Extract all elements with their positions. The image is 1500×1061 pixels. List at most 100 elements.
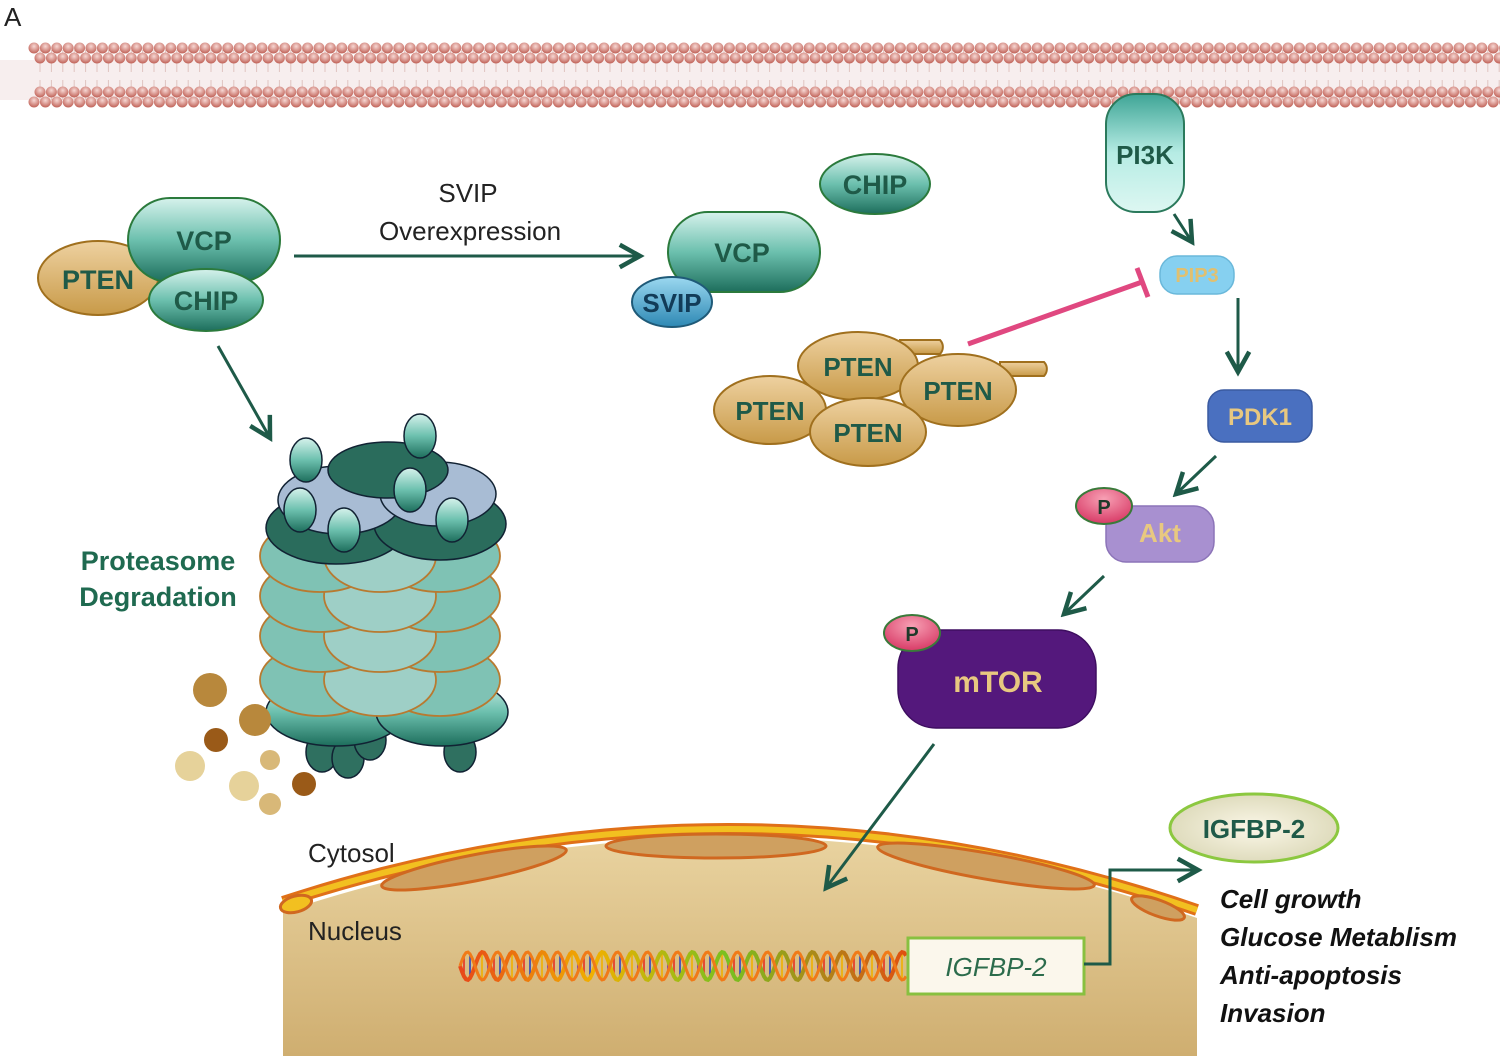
lipid-head (889, 86, 901, 98)
lipid-head (233, 42, 245, 54)
dna-strand (458, 950, 908, 982)
lipid-head (587, 96, 599, 108)
lipid-head (1470, 86, 1482, 98)
lipid-head (940, 96, 952, 108)
pip3-label: PIP3 (1175, 265, 1218, 287)
lipid-head (1054, 42, 1066, 54)
lipid-head (273, 86, 285, 98)
lipid-head (701, 96, 713, 108)
lipid-head (815, 96, 827, 108)
lipid-head (1236, 42, 1248, 54)
lipid-head (1311, 86, 1323, 98)
lipid-head (279, 96, 291, 108)
lipid-head (467, 86, 479, 98)
proteasome-label-line1: Proteasome (81, 546, 236, 576)
lipid-head (558, 86, 570, 98)
lipid-head (746, 42, 758, 54)
lipid-head (1402, 52, 1414, 64)
lipid-head (609, 42, 621, 54)
panel-label: A (4, 2, 22, 32)
lipid-head (222, 96, 234, 108)
svip-arrow-label-line1: SVIP (438, 178, 497, 208)
lipid-head (119, 42, 131, 54)
pten-inhibition-bar (1134, 267, 1151, 298)
lipid-head (860, 42, 872, 54)
nucleus-body (283, 837, 1197, 1056)
lipid-head (1185, 86, 1197, 98)
pten-cluster-shape-3 (899, 353, 1017, 427)
lipid-head (171, 86, 183, 98)
lipid-head (593, 86, 605, 98)
lipid-head (427, 42, 439, 54)
lipid-head (1339, 96, 1351, 108)
lipid-head (1014, 86, 1026, 98)
lipid-head (148, 52, 160, 64)
lipid-head (479, 86, 491, 98)
lipid-head (473, 96, 485, 108)
lipid-head (210, 96, 222, 108)
lipid-head (353, 86, 365, 98)
lipid-head (1345, 86, 1357, 98)
igfbp2-gene-label: IGFBP-2 (945, 952, 1047, 982)
lipid-head (119, 96, 131, 108)
lipid-head (330, 52, 342, 64)
lipid-head (1459, 52, 1471, 64)
lipid-head (262, 86, 274, 98)
lipid-head (416, 42, 428, 54)
lipid-head (1350, 96, 1362, 108)
lipid-head (1179, 42, 1191, 54)
lipid-head (365, 86, 377, 98)
lipid-head (1100, 96, 1112, 108)
lipid-head (735, 96, 747, 108)
lipid-head (399, 86, 411, 98)
lipid-head (330, 86, 342, 98)
vcp-left-label: VCP (176, 226, 232, 256)
lipid-head (1442, 96, 1454, 108)
lipid-head (96, 96, 108, 108)
lipid-head (461, 96, 473, 108)
peptide-fragment (193, 673, 227, 707)
lipid-head (638, 86, 650, 98)
lipid-head (678, 42, 690, 54)
lipid-head (251, 52, 263, 64)
lipid-head (1442, 42, 1454, 54)
lipid-head (1065, 42, 1077, 54)
lipid-head (1202, 96, 1214, 108)
akt-label: Akt (1139, 518, 1181, 548)
nuclear-pore (876, 841, 1096, 891)
lipid-head (866, 86, 878, 98)
lipid-head (1157, 42, 1169, 54)
lipid-head (165, 42, 177, 54)
lipid-head (1339, 42, 1351, 54)
lipid-head (1049, 86, 1061, 98)
lipid-head (199, 96, 211, 108)
lipid-head (456, 86, 468, 98)
lipid-head (1385, 96, 1397, 108)
lipid-head (353, 52, 365, 64)
lipid-head (655, 42, 667, 54)
proteasome-top-knob (289, 437, 323, 483)
lipid-head (1140, 52, 1152, 64)
lipid-head (1100, 42, 1112, 54)
arrow-pdk1-akt (1176, 454, 1218, 494)
lipid-head (837, 42, 849, 54)
outcome-item: Cell growth (1220, 884, 1362, 914)
lipid-head (182, 52, 194, 64)
vcp-right-shape (667, 211, 821, 293)
lipid-head (712, 96, 724, 108)
lipid-head (1094, 86, 1106, 98)
lipid-head (1464, 42, 1476, 54)
lipid-head (860, 96, 872, 108)
lipid-head (900, 86, 912, 98)
lipid-head (832, 86, 844, 98)
proteasome-label-line2: Degradation (79, 582, 237, 612)
lipid-head (980, 52, 992, 64)
lipid-head (1026, 52, 1038, 64)
lipid-head (302, 96, 314, 108)
lipid-head (1373, 42, 1385, 54)
lipid-head (615, 52, 627, 64)
lipid-head (1487, 96, 1499, 108)
lipid-head (1413, 86, 1425, 98)
lipid-head (1020, 42, 1032, 54)
lipid-head (780, 96, 792, 108)
